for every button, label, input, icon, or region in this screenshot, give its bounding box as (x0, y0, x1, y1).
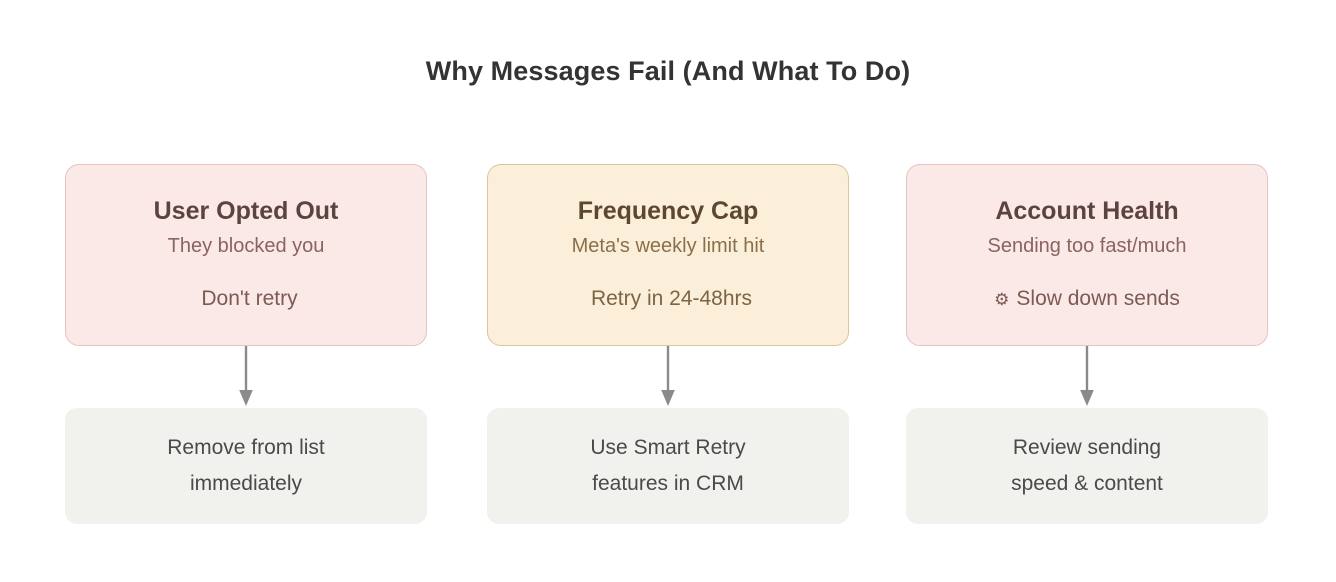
gear-icon: ⚙ (994, 289, 1010, 309)
reason-card-action: Don't retry (194, 286, 297, 311)
arrow-connector-1 (65, 346, 427, 408)
action-box-review-sending[interactable]: Review sending speed & content (906, 408, 1268, 524)
action-box-line: immediately (189, 472, 303, 495)
action-box-line: features in CRM (592, 472, 744, 495)
arrow-down-icon (661, 346, 675, 406)
reason-card-subtitle: They blocked you (167, 234, 325, 257)
action-box-line: speed & content (1011, 472, 1163, 495)
page-title: Why Messages Fail (And What To Do) (425, 56, 911, 86)
reason-card-action: ⚙ Slow down sends (994, 286, 1180, 311)
arrow-connector-2 (487, 346, 849, 408)
reason-card-frequency-cap[interactable]: Frequency Cap Meta's weekly limit hit Re… (487, 164, 849, 346)
reason-card-account-health[interactable]: Account Health Sending too fast/much ⚙ S… (906, 164, 1268, 346)
action-box-line: Use Smart Retry (590, 435, 746, 459)
reason-card-action-label: Don't retry (201, 286, 298, 310)
reason-card-action: Retry in 24-48hrs (584, 286, 752, 311)
action-box-line: Remove from list (167, 435, 325, 459)
arrow-down-icon (239, 346, 253, 406)
column-frequency-cap: Frequency Cap Meta's weekly limit hit Re… (487, 164, 849, 524)
action-box-use-smart-retry[interactable]: Use Smart Retry features in CRM (487, 408, 849, 524)
column-user-opted-out: User Opted Out They blocked you Don't re… (65, 164, 427, 524)
reason-card-subtitle: Meta's weekly limit hit (571, 234, 765, 257)
arrow-connector-3 (906, 346, 1268, 408)
reason-card-title: Frequency Cap (577, 197, 759, 225)
action-box-remove-from-list[interactable]: Remove from list immediately (65, 408, 427, 524)
column-account-health: Account Health Sending too fast/much ⚙ S… (906, 164, 1268, 524)
arrow-down-icon (1080, 346, 1094, 406)
reason-card-user-opted-out[interactable]: User Opted Out They blocked you Don't re… (65, 164, 427, 346)
reason-card-action-label: Retry in 24-48hrs (590, 286, 753, 310)
action-box-line: Review sending (1012, 435, 1162, 459)
reason-card-title: User Opted Out (153, 197, 339, 225)
reason-card-action-label: Slow down sends (1016, 286, 1180, 310)
reason-card-title: Account Health (995, 197, 1179, 225)
reason-card-subtitle: Sending too fast/much (987, 234, 1187, 257)
